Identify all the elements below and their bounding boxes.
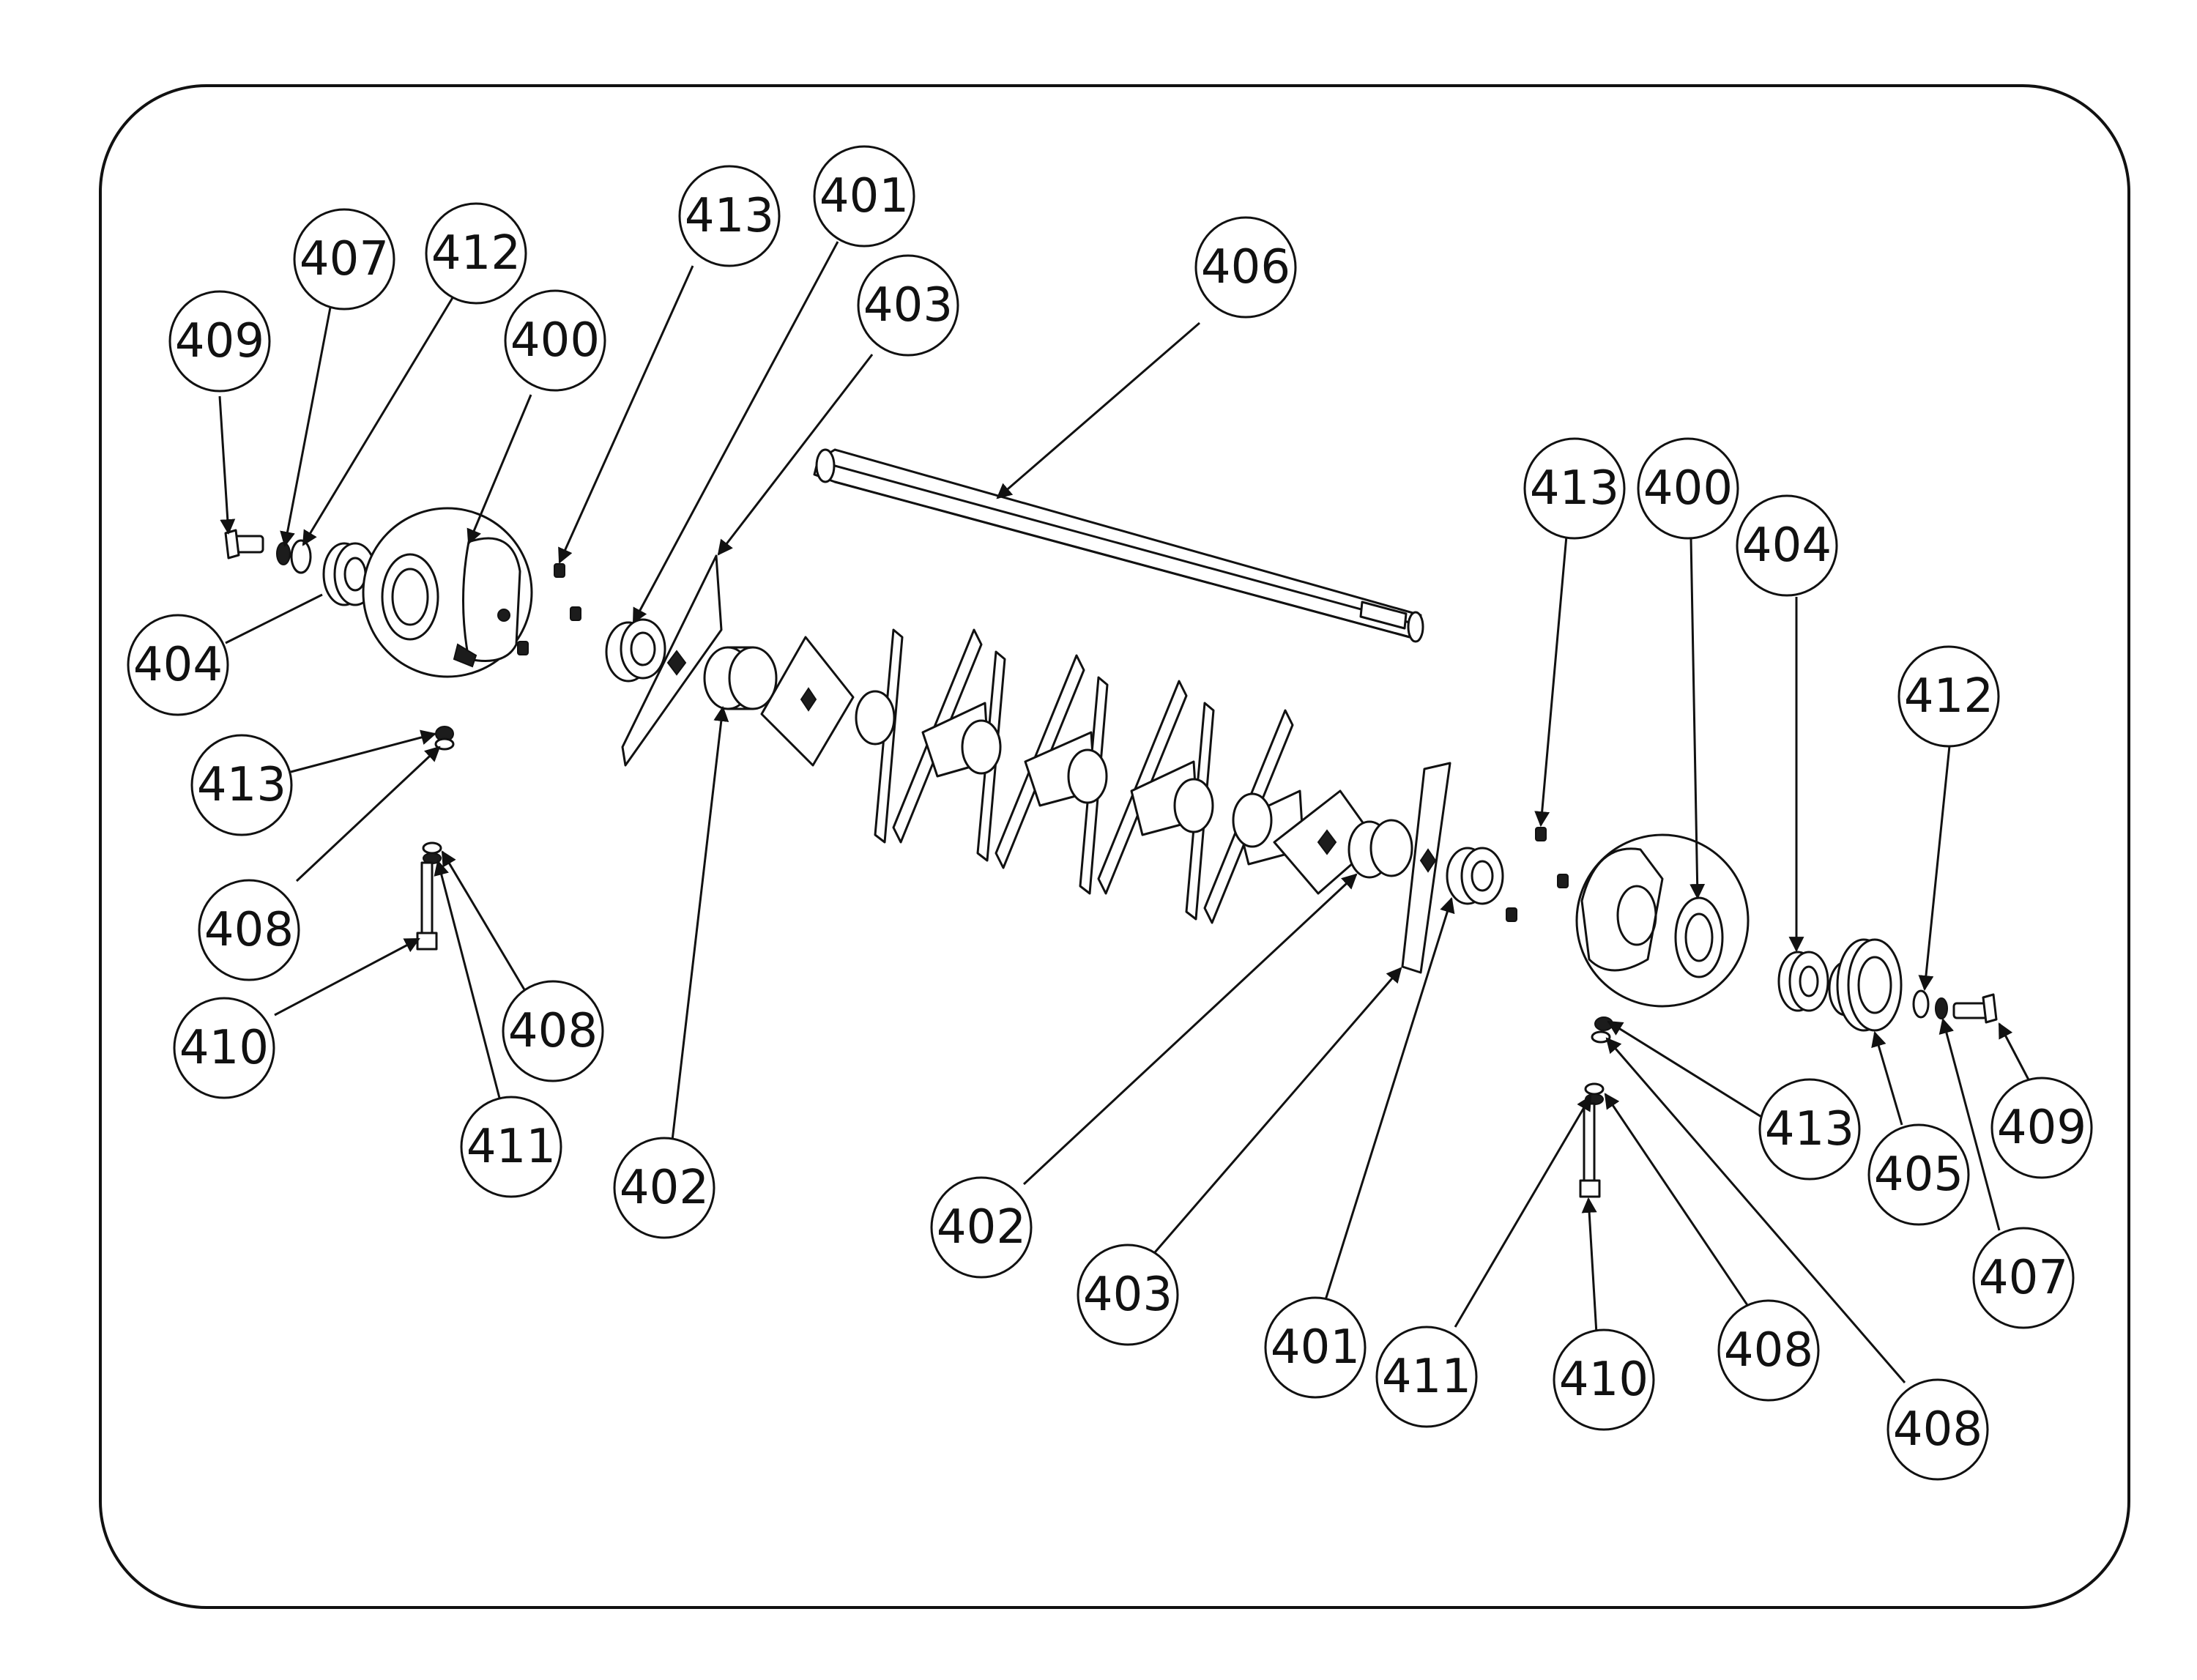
callout-407-right: 407 [1972, 1227, 2075, 1329]
bolt-409-right-part [1952, 993, 1998, 1024]
callout-413-left: 413 [190, 734, 293, 836]
leader-lines [218, 241, 2032, 1383]
callout-407-left: 407 [293, 208, 395, 311]
nut-413-left-b-part [570, 606, 581, 621]
svg-text:408: 408 [508, 1004, 598, 1058]
svg-text:409: 409 [1997, 1101, 2086, 1155]
nut-413-right-c-part [1506, 907, 1517, 922]
svg-text:404: 404 [1742, 519, 1832, 573]
bolt-409-left-part [224, 529, 264, 560]
nut-413-right-a-part [1535, 827, 1547, 841]
svg-text:403: 403 [863, 278, 953, 332]
callout-400-left: 400 [504, 289, 606, 392]
washer-412-left-part [290, 539, 312, 574]
svg-text:408: 408 [1893, 1402, 1982, 1457]
washer-407-left-part [276, 542, 291, 565]
washer-407-right-part [1935, 997, 1948, 1019]
svg-text:413: 413 [685, 189, 774, 243]
callout-408-left-b: 408 [502, 980, 604, 1082]
rotor-blades-part [760, 628, 1305, 924]
callout-403-top: 403 [857, 254, 959, 357]
callout-403-mid: 403 [1077, 1244, 1179, 1346]
callout-402-mid: 402 [930, 1176, 1033, 1279]
nut-413-left-c-part [517, 641, 529, 655]
callout-405: 405 [1867, 1123, 1970, 1226]
callout-409-right: 409 [1990, 1077, 2093, 1179]
svg-text:410: 410 [179, 1021, 269, 1075]
svg-text:412: 412 [431, 226, 521, 280]
svg-text:409: 409 [175, 314, 264, 368]
svg-text:401: 401 [1271, 1320, 1360, 1375]
callout-401-mid: 401 [1264, 1296, 1367, 1399]
svg-text:407: 407 [1979, 1251, 2068, 1305]
spacer-402-mid-part [1347, 819, 1413, 879]
housing-400-left-part [362, 507, 533, 678]
svg-text:402: 402 [937, 1200, 1026, 1255]
callout-408-left-a: 408 [198, 879, 300, 981]
svg-text:408: 408 [1724, 1323, 1813, 1378]
callout-404-left: 404 [127, 614, 229, 716]
callout-411-right: 411 [1375, 1326, 1478, 1428]
callout-400-right: 400 [1637, 437, 1739, 540]
svg-text:400: 400 [510, 313, 600, 368]
nut-413-left-a-part [554, 563, 565, 578]
pulley-405-part [1828, 938, 1903, 1032]
callouts: 409 407 412 400 413 401 403 406 404 413 … [127, 145, 2093, 1481]
callout-406: 406 [1194, 216, 1297, 319]
svg-text:413: 413 [197, 758, 286, 812]
bearing-404-right-part [1777, 951, 1829, 1012]
svg-text:405: 405 [1874, 1148, 1963, 1202]
callout-409-left: 409 [168, 290, 271, 393]
svg-text:402: 402 [620, 1161, 709, 1215]
spacer-401-left-part [605, 618, 666, 683]
nut-413-right-b-part [1557, 874, 1569, 888]
callout-412-right: 412 [1897, 645, 2000, 748]
svg-text:412: 412 [1904, 669, 1993, 724]
spacer-402-left-part [703, 646, 778, 710]
svg-text:411: 411 [1382, 1350, 1471, 1404]
svg-text:404: 404 [133, 638, 223, 692]
callout-401-top: 401 [813, 145, 915, 248]
shaft-406-part [813, 448, 1424, 643]
callout-404-right: 404 [1736, 494, 1838, 597]
callout-413-right-low: 413 [1758, 1078, 1861, 1181]
svg-text:408: 408 [204, 903, 294, 957]
parts-artwork [224, 448, 1998, 1198]
callout-408-right-b: 408 [1886, 1378, 1989, 1481]
bolt-410-left-part [416, 841, 442, 951]
callout-402-left: 402 [613, 1137, 715, 1239]
svg-text:403: 403 [1083, 1268, 1172, 1322]
disc-403-right-part [1401, 762, 1451, 974]
svg-text:411: 411 [466, 1120, 556, 1174]
svg-text:413: 413 [1765, 1102, 1854, 1156]
callout-410-left: 410 [173, 997, 275, 1099]
svg-text:401: 401 [819, 169, 909, 223]
callout-408-right-a: 408 [1717, 1299, 1820, 1402]
callout-413-top: 413 [678, 165, 781, 267]
svg-text:407: 407 [300, 232, 389, 286]
disc-403-left-part [621, 554, 723, 767]
svg-text:406: 406 [1201, 240, 1290, 294]
fastener-413-408-left-part [434, 726, 455, 751]
spacer-401-right-part [1446, 847, 1504, 905]
svg-text:400: 400 [1643, 461, 1733, 516]
callout-411-left: 411 [460, 1096, 562, 1198]
callout-413-right-top: 413 [1523, 437, 1626, 540]
svg-text:410: 410 [1559, 1353, 1648, 1407]
callout-412-left: 412 [425, 202, 527, 305]
svg-text:413: 413 [1530, 461, 1619, 516]
callout-410-right: 410 [1553, 1328, 1655, 1431]
housing-400-right-part [1575, 833, 1750, 1008]
washer-412-right-part [1912, 989, 1930, 1019]
